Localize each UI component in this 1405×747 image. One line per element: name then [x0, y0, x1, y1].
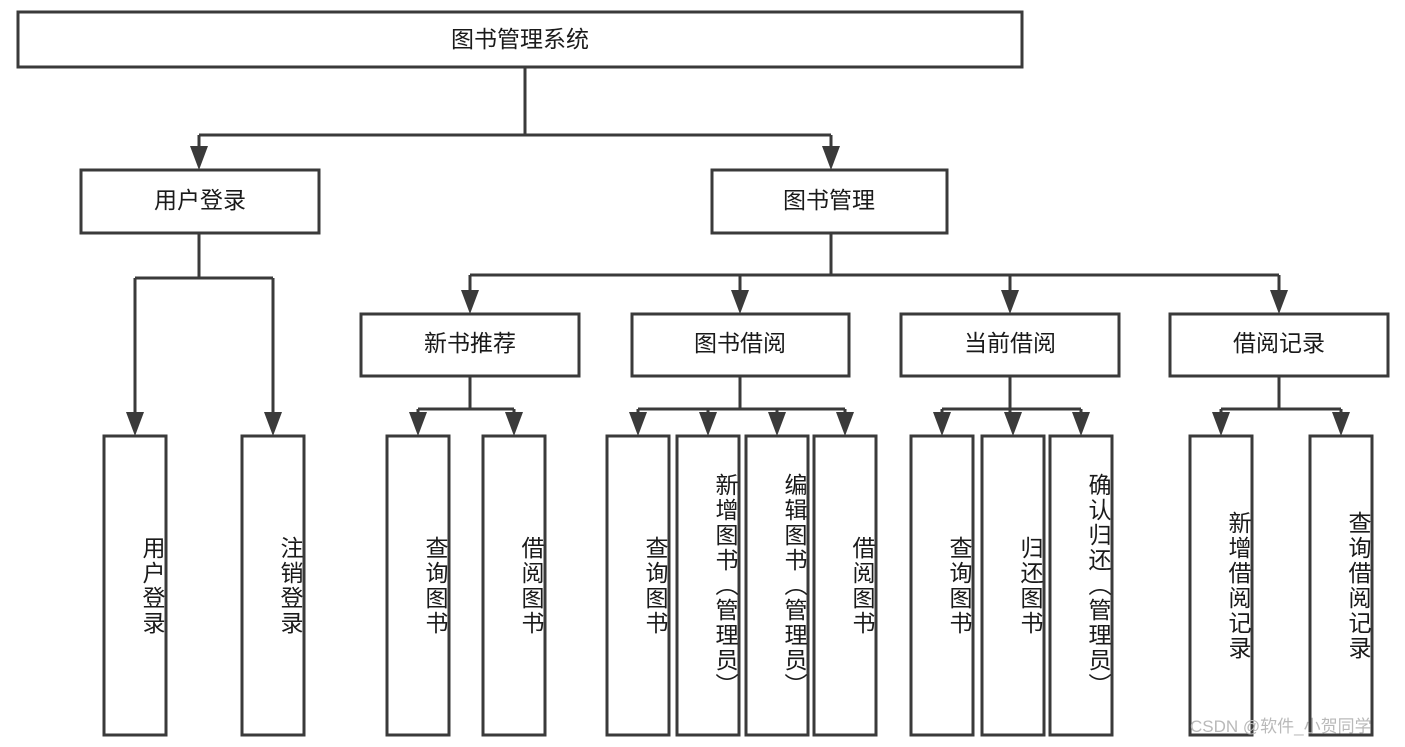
node-book-borrow[interactable]: 图书借阅	[630, 312, 851, 378]
node-leaf-borrow-book-2-box[interactable]	[812, 434, 878, 737]
edge-book-borrow-bus	[636, 376, 847, 414]
node-user-login-label: 用户登录	[154, 187, 246, 213]
arrow-to-current-borrow	[1001, 290, 1019, 314]
arrow-to-borrow-record	[1270, 290, 1288, 314]
arrow-to-leaf-query-book-2	[629, 412, 647, 436]
node-new-book-recommend-label: 新书推荐	[424, 330, 516, 356]
node-leaf-return-book-box[interactable]	[980, 434, 1046, 737]
node-current-borrow-box[interactable]	[899, 312, 1121, 378]
node-current-borrow-label: 当前借阅	[964, 330, 1056, 356]
node-book-manage-label: 图书管理	[783, 187, 875, 213]
node-borrow-record[interactable]: 借阅记录	[1168, 312, 1390, 378]
arrow-to-leaf-borrow-book-1	[505, 412, 523, 436]
arrow-to-book-manage	[822, 146, 840, 170]
node-current-borrow[interactable]: 当前借阅	[899, 312, 1121, 378]
edge-current-borrow-bus	[940, 376, 1083, 414]
edge-root-to-level2-bus	[197, 67, 833, 148]
node-leaf-logout-box[interactable]	[240, 434, 306, 737]
edge-user-login-bus	[133, 233, 275, 414]
arrow-to-leaf-borrow-book-2	[836, 412, 854, 436]
node-leaf-query-book-2-box[interactable]	[605, 434, 671, 737]
node-leaf-add-book-box[interactable]	[675, 434, 741, 737]
node-borrow-record-label: 借阅记录	[1233, 330, 1325, 356]
node-user-login[interactable]: 用户登录	[79, 168, 321, 235]
node-leaf-borrow-book-1-box[interactable]	[481, 434, 547, 737]
node-book-borrow-box[interactable]	[630, 312, 851, 378]
edge-book-manage-bus	[468, 233, 1281, 292]
node-user-login-box[interactable]	[79, 168, 321, 235]
node-book-manage-box[interactable]	[710, 168, 949, 235]
arrow-to-leaf-confirm-return	[1072, 412, 1090, 436]
arrow-to-leaf-logout	[264, 412, 282, 436]
node-leaf-confirm-return-box[interactable]	[1048, 434, 1114, 737]
node-book-borrow-label: 图书借阅	[694, 330, 786, 356]
edge-borrow-record-bus	[1219, 376, 1343, 414]
node-new-book-recommend[interactable]: 新书推荐	[359, 312, 581, 378]
arrow-to-leaf-add-book	[699, 412, 717, 436]
node-leaf-add-record-box[interactable]	[1188, 434, 1254, 737]
arrow-to-leaf-edit-book	[768, 412, 786, 436]
arrow-to-user-login	[190, 146, 208, 170]
node-leaf-user-login-box[interactable]	[102, 434, 168, 737]
arrow-to-leaf-query-book-3	[933, 412, 951, 436]
node-root[interactable]: 图书管理系统	[16, 10, 1024, 69]
node-leaf-edit-book-box[interactable]	[744, 434, 810, 737]
arrow-to-leaf-return-book	[1004, 412, 1022, 436]
arrow-to-new-book-recommend	[461, 290, 479, 314]
arrow-to-leaf-query-record	[1332, 412, 1350, 436]
node-root-label: 图书管理系统	[451, 26, 589, 52]
node-root-box[interactable]	[16, 10, 1024, 69]
csdn-watermark: CSDN @软件_小贺同学	[1190, 717, 1372, 736]
node-borrow-record-box[interactable]	[1168, 312, 1390, 378]
node-leaf-query-book-1-box[interactable]	[385, 434, 451, 737]
node-leaf-query-book-3-box[interactable]	[909, 434, 975, 737]
edge-new-book-recommend-bus	[416, 376, 516, 414]
node-book-manage[interactable]: 图书管理	[710, 168, 949, 235]
connector-layer	[126, 67, 1350, 436]
arrow-to-book-borrow	[731, 290, 749, 314]
arrow-to-leaf-user-login	[126, 412, 144, 436]
node-layer: 图书管理系统 用户登录 图书管理 新书推荐 图书借阅 当前	[16, 10, 1390, 737]
arrow-to-leaf-add-record	[1212, 412, 1230, 436]
arrow-to-leaf-query-book-1	[409, 412, 427, 436]
node-new-book-recommend-box[interactable]	[359, 312, 581, 378]
node-leaf-query-record-box[interactable]	[1308, 434, 1374, 737]
